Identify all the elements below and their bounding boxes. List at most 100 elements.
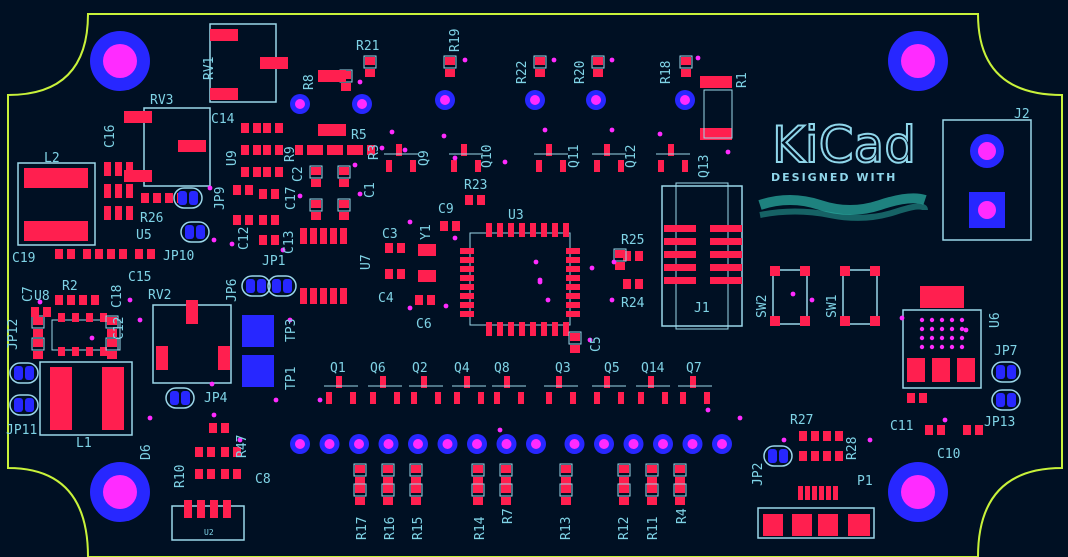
pad (100, 347, 107, 356)
via (389, 129, 395, 135)
label-q7: Q7 (686, 361, 702, 376)
smd-resistor (363, 55, 377, 77)
via (462, 57, 468, 63)
through-hole-drill (687, 439, 698, 449)
via (589, 265, 595, 271)
smd-resistor (221, 469, 241, 479)
r1-body (703, 89, 733, 139)
pad (826, 486, 831, 500)
transistor (678, 376, 712, 404)
label-c5: C5 (589, 336, 604, 352)
via (441, 133, 447, 139)
label-jp6: JP6 (225, 279, 240, 302)
label-r16: R16 (383, 517, 398, 540)
via (402, 147, 408, 153)
pad (460, 257, 474, 263)
pad (100, 313, 107, 322)
via (929, 344, 935, 350)
through-hole-drill (717, 439, 727, 449)
pad (798, 486, 803, 500)
via (229, 241, 235, 247)
pad (497, 223, 503, 237)
smd-resistor (141, 193, 161, 203)
transistor (324, 376, 358, 404)
pad (541, 322, 547, 336)
smd-resistor (353, 483, 367, 505)
label-c13: C13 (282, 231, 297, 254)
smd-resistor (337, 198, 351, 220)
label-c16: C16 (103, 125, 118, 148)
label-c18: C18 (110, 285, 125, 308)
pad (508, 223, 514, 237)
solder-jumper (241, 275, 271, 297)
label-r17: R17 (355, 517, 370, 540)
via (137, 317, 143, 323)
pad (710, 238, 742, 245)
pad (552, 223, 558, 237)
label-rv3: RV3 (150, 93, 173, 108)
label-q1: Q1 (330, 361, 346, 376)
transistor (544, 376, 578, 404)
smd-resistor (241, 145, 261, 155)
pad (664, 251, 696, 258)
smd-resistor (233, 185, 253, 195)
smd-resistor (83, 249, 103, 259)
smd-resistor (799, 431, 819, 441)
via (297, 193, 303, 199)
pad (664, 238, 696, 245)
pad (541, 223, 547, 237)
via (959, 317, 965, 323)
pad (566, 266, 580, 272)
pot-rv1 (209, 23, 288, 103)
via (959, 326, 965, 332)
generated-parts (9, 55, 1021, 505)
label-u6: U6 (988, 312, 1003, 328)
pot-rv2 (152, 300, 232, 384)
transistor (384, 144, 418, 172)
pad (566, 293, 580, 299)
label-c4: C4 (378, 291, 394, 306)
via (211, 237, 217, 243)
pad (566, 311, 580, 317)
mounting-holes (90, 31, 948, 522)
smd-resistor (55, 295, 75, 305)
via (357, 79, 363, 85)
label-c10: C10 (937, 447, 960, 462)
label-r12: R12 (617, 517, 632, 540)
pad (460, 311, 474, 317)
label-jp13: JP13 (984, 415, 1015, 430)
smd-resistor (645, 483, 659, 505)
via (443, 303, 449, 309)
via (551, 57, 557, 63)
smd-resistor (415, 295, 435, 305)
via (357, 191, 363, 197)
pad (340, 288, 347, 304)
label-c11: C11 (890, 419, 913, 434)
pad (664, 277, 696, 284)
pad (552, 322, 558, 336)
transistor (592, 144, 626, 172)
smd-resistor (799, 451, 819, 461)
through-hole-drill (413, 439, 423, 449)
smd-resistor (315, 145, 335, 155)
label-jp10: JP10 (163, 249, 194, 264)
via (89, 335, 95, 341)
label-l1: L1 (76, 436, 92, 451)
label-c7: C7 (21, 286, 36, 302)
smd-resistor (471, 463, 485, 485)
label-q11: Q11 (567, 145, 582, 168)
pad (58, 313, 65, 322)
pad (104, 162, 111, 176)
via (407, 219, 413, 225)
via (352, 162, 358, 168)
header-j1 (661, 182, 743, 330)
chip-u3 (460, 223, 580, 336)
smd-resistor (107, 249, 127, 259)
via (959, 335, 965, 341)
via (542, 127, 548, 133)
through-hole-drill (530, 95, 540, 105)
label-u5: U5 (136, 228, 152, 243)
inductor-l1 (39, 361, 133, 436)
solder-jumper (180, 221, 210, 243)
